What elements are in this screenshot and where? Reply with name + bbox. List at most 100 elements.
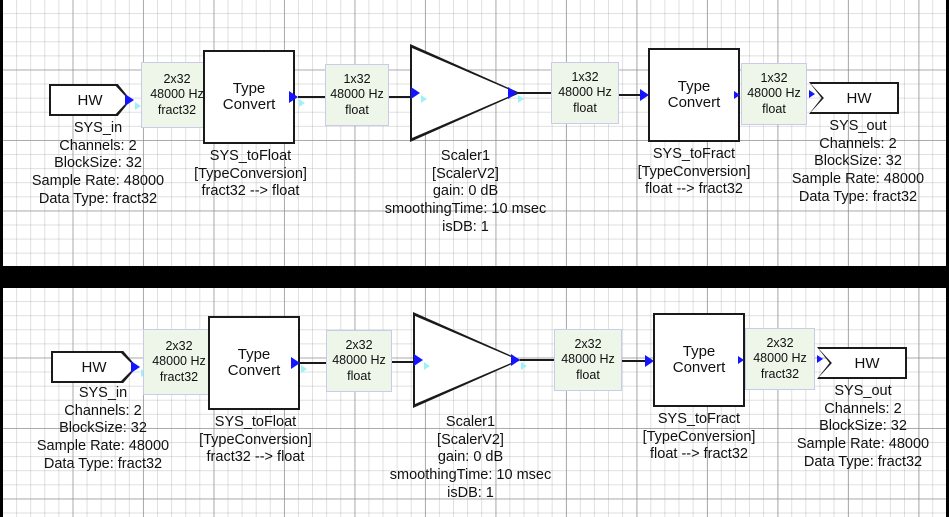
tofract-name: SYS_toFract [657, 411, 741, 427]
sys-in-name: SYS_in [73, 120, 123, 136]
sys-in-blocksize: BlockSize: 32 [54, 155, 142, 172]
scaler1-caption: Scaler1 [ScalerV2] gain: 0 dB smoothingT… [363, 148, 568, 236]
scaler1-isdb: isDB: 1 [442, 218, 489, 235]
signal-tag-sys-out[interactable]: 1x32 48000 Hz float [741, 63, 807, 125]
tofloat-output-port[interactable] [291, 357, 307, 373]
sys-tofloat-block[interactable]: Type Convert [208, 316, 300, 410]
tofloat-conversion: fract32 --> float [206, 449, 305, 466]
signal-tag-rate: 48000 Hz [150, 87, 204, 102]
signal-tag-dims: 2x32 [163, 72, 191, 87]
top-diagram-canvas[interactable]: HW SYS_in Channels: 2 BlockSize: 32 Samp… [3, 0, 946, 266]
sys-out-caption: SYS_out Channels: 2 BlockSize: 32 Sample… [768, 383, 946, 471]
scaler1-type: [ScalerV2] [432, 165, 499, 182]
sys-out-hw-block[interactable]: HW [809, 82, 899, 114]
signal-tag-dims: 2x32 [345, 338, 373, 353]
sys-out-samplerate: Sample Rate: 48000 [791, 171, 925, 188]
scaler1-output-port[interactable] [508, 87, 524, 103]
scaler1-smoothingtime: smoothingTime: 10 msec [384, 201, 547, 218]
tofract-output-port[interactable] [738, 356, 744, 364]
signal-tag-after-tofloat[interactable]: 1x32 48000 Hz float [325, 64, 389, 126]
signal-tag-sys-in[interactable]: 2x32 48000 Hz fract32 [143, 329, 215, 395]
scaler1-input-port[interactable] [414, 354, 430, 370]
signal-tag-dims: 1x32 [760, 71, 788, 86]
signal-tag-dims: 2x32 [766, 336, 794, 351]
tofract-name: SYS_toFract [652, 146, 736, 162]
signal-tag-type: float [576, 367, 600, 382]
signal-tag-type: float [762, 101, 786, 116]
sys-in-caption: SYS_in Channels: 2 BlockSize: 32 Sample … [3, 120, 193, 208]
sys-in-hw-block[interactable]: HW [49, 84, 131, 116]
scaler1-triangle-block[interactable] [413, 312, 521, 408]
sys-out-datatype: Data Type: fract32 [798, 188, 918, 205]
sys-tofract-block[interactable]: Type Convert [653, 313, 745, 407]
tofloat-label-line1: Type [232, 79, 266, 97]
sys-out-blocksize: BlockSize: 32 [819, 418, 907, 435]
sys-in-datatype: Data Type: fract32 [43, 455, 163, 472]
scaler1-smoothingtime: smoothingTime: 10 msec [389, 467, 552, 484]
sys-in-output-port[interactable] [131, 361, 147, 377]
scaler1-gain: gain: 0 dB [432, 183, 499, 200]
signal-tag-rate: 48000 Hz [753, 351, 807, 366]
tofloat-label-line1: Type [237, 345, 271, 363]
tofract-type: [TypeConversion] [642, 428, 756, 445]
sys-in-hw-block[interactable]: HW [51, 351, 137, 383]
tofloat-type: [TypeConversion] [199, 431, 312, 448]
sys-in-channels: Channels: 2 [64, 402, 142, 419]
scaler1-input-port[interactable] [411, 87, 427, 103]
signal-tag-rate: 48000 Hz [561, 352, 615, 367]
tofract-conversion: float --> fract32 [645, 181, 743, 198]
signal-tag-type: fract32 [760, 366, 800, 381]
sys-out-input-port[interactable] [809, 90, 815, 98]
sys-tofloat-block[interactable]: Type Convert [203, 50, 295, 144]
scaler1-name: Scaler1 [440, 148, 491, 164]
tofloat-label-line2: Convert [227, 362, 281, 379]
wire-scaler-to-tag [517, 92, 551, 94]
tofloat-conversion: fract32 --> float [201, 183, 300, 200]
signal-tag-type: fract32 [159, 369, 199, 384]
scaler1-caption: Scaler1 [ScalerV2] gain: 0 dB smoothingT… [368, 414, 573, 502]
sys-in-output-port[interactable] [125, 94, 141, 110]
tofloat-type: [TypeConversion] [194, 165, 307, 182]
sys-out-name: SYS_out [829, 118, 887, 134]
tofract-label-line2: Convert [672, 359, 726, 376]
signal-tag-after-scaler[interactable]: 2x32 48000 Hz float [554, 329, 622, 391]
tofract-output-port[interactable] [734, 91, 740, 99]
scaler1-triangle-block[interactable] [410, 44, 520, 142]
sys-tofract-caption: SYS_toFract [TypeConversion] float --> f… [630, 411, 768, 464]
signal-tag-after-scaler[interactable]: 1x32 48000 Hz float [551, 62, 619, 124]
wire-scaler-to-tag [520, 359, 554, 361]
sys-in-channels: Channels: 2 [59, 137, 137, 154]
sys-out-hw-label: HW [846, 89, 872, 107]
tofract-label-line2: Convert [667, 94, 721, 111]
sys-tofract-block[interactable]: Type Convert [648, 48, 740, 142]
tofract-label-line1: Type [677, 77, 711, 95]
sys-out-hw-block[interactable]: HW [817, 347, 907, 379]
scaler1-name: Scaler1 [445, 414, 496, 430]
sys-out-blocksize: BlockSize: 32 [814, 153, 902, 170]
panel-separator [0, 266, 949, 288]
sys-out-channels: Channels: 2 [819, 135, 897, 152]
sys-tofract-caption: SYS_toFract [TypeConversion] float --> f… [625, 146, 763, 199]
tofract-label-line1: Type [682, 342, 716, 360]
sys-in-hw-label: HW [81, 358, 107, 376]
sys-out-input-port[interactable] [817, 355, 823, 363]
tofract-conversion: float --> fract32 [650, 446, 748, 463]
signal-tag-rate: 48000 Hz [152, 354, 206, 369]
signal-tag-sys-out[interactable]: 2x32 48000 Hz fract32 [745, 328, 815, 390]
wire-tag-to-tofract [619, 94, 641, 96]
signal-tag-dims: 1x32 [571, 70, 599, 85]
wire-tofloat-to-tag [300, 362, 328, 364]
sys-out-name: SYS_out [834, 383, 892, 399]
signal-tag-dims: 2x32 [574, 337, 602, 352]
signal-tag-type: fract32 [157, 102, 197, 117]
sys-in-samplerate: Sample Rate: 48000 [31, 173, 165, 190]
tofloat-output-port[interactable] [289, 91, 305, 107]
sys-out-samplerate: Sample Rate: 48000 [796, 436, 930, 453]
tofloat-name: SYS_toFloat [214, 414, 297, 430]
signal-tag-after-tofloat[interactable]: 2x32 48000 Hz float [326, 330, 392, 392]
wire-tofloat-to-tag [298, 96, 326, 98]
signal-tag-rate: 48000 Hz [558, 85, 612, 100]
signal-tag-dims: 1x32 [343, 72, 371, 87]
bottom-diagram-canvas[interactable]: HW SYS_in Channels: 2 BlockSize: 32 Samp… [3, 288, 946, 517]
scaler1-output-port[interactable] [511, 354, 527, 370]
